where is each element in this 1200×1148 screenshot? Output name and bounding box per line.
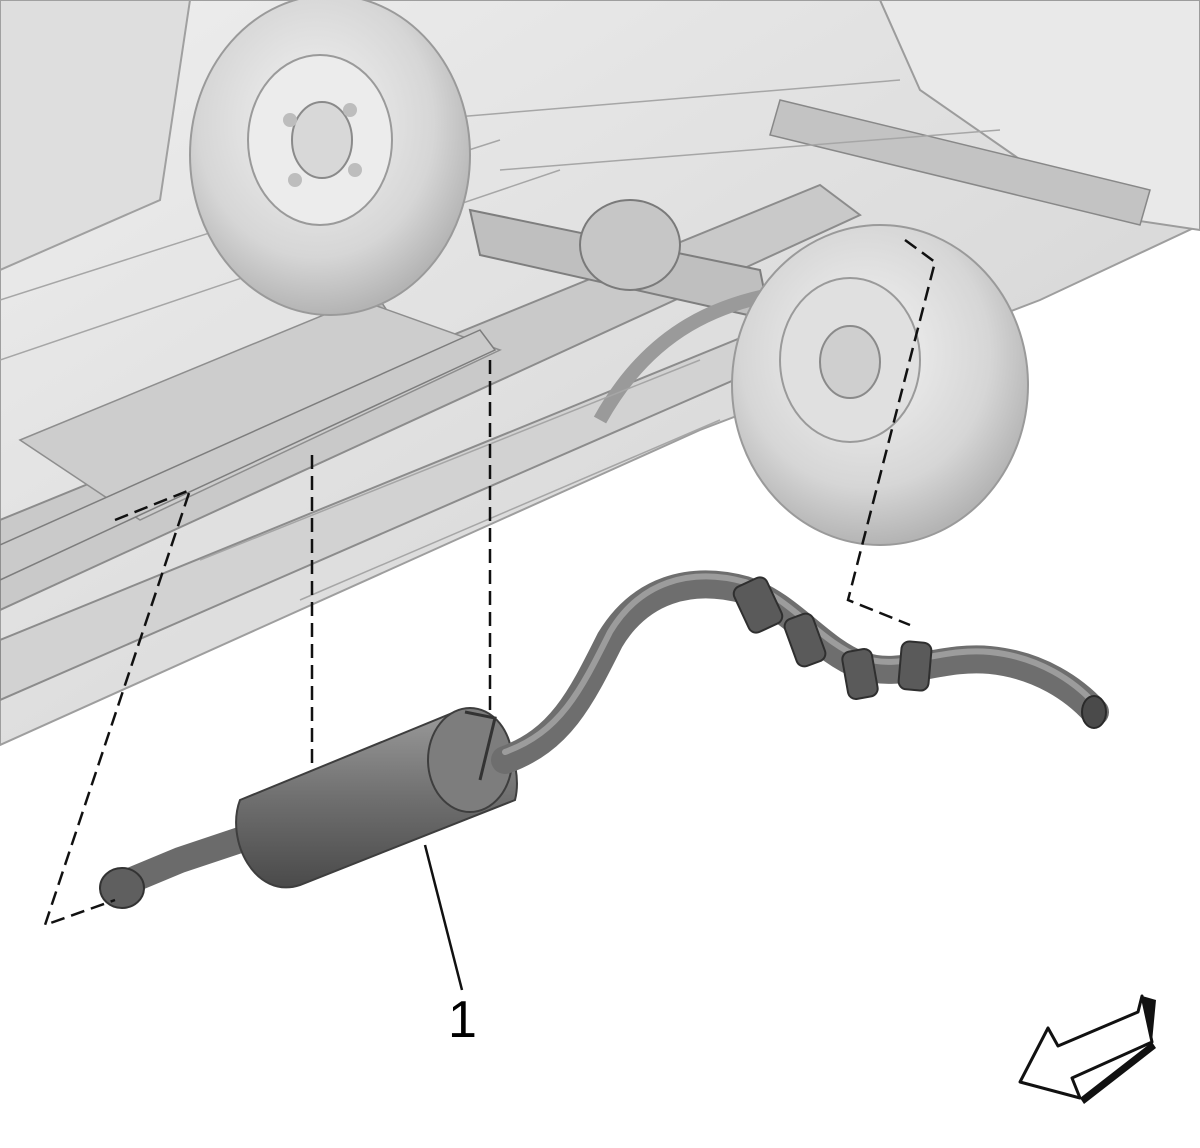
tire-lower bbox=[731, 224, 1029, 546]
pipe-clamp bbox=[841, 648, 879, 700]
tail-pipe bbox=[491, 570, 1109, 774]
pipe-clamp bbox=[783, 612, 827, 668]
mounting-leader-lines bbox=[43, 238, 937, 928]
pipe-clamp bbox=[732, 576, 784, 634]
leader-line-front-flange bbox=[43, 487, 193, 928]
tail-pipe-outlet bbox=[1081, 695, 1107, 729]
direction-arrow-icon bbox=[1018, 994, 1156, 1104]
cross-member bbox=[769, 99, 1151, 226]
tire-upper bbox=[189, 0, 471, 316]
callout-1-label: 1 bbox=[448, 991, 477, 1049]
leader-line-tailpipe-hanger bbox=[846, 238, 937, 627]
callout-1: 1 bbox=[423, 844, 477, 1049]
tail-pipe-highlight bbox=[502, 573, 1098, 755]
body-side-panel bbox=[0, 0, 192, 272]
exhaust-assembly bbox=[99, 570, 1109, 909]
pipe-clamp bbox=[897, 640, 933, 692]
inlet-flange bbox=[99, 867, 145, 909]
fuel-tank bbox=[18, 299, 502, 521]
muffler-hanger bbox=[464, 710, 497, 781]
callout-1-leader bbox=[423, 844, 464, 991]
differential bbox=[579, 199, 681, 291]
rear-body-panel bbox=[878, 0, 1200, 232]
